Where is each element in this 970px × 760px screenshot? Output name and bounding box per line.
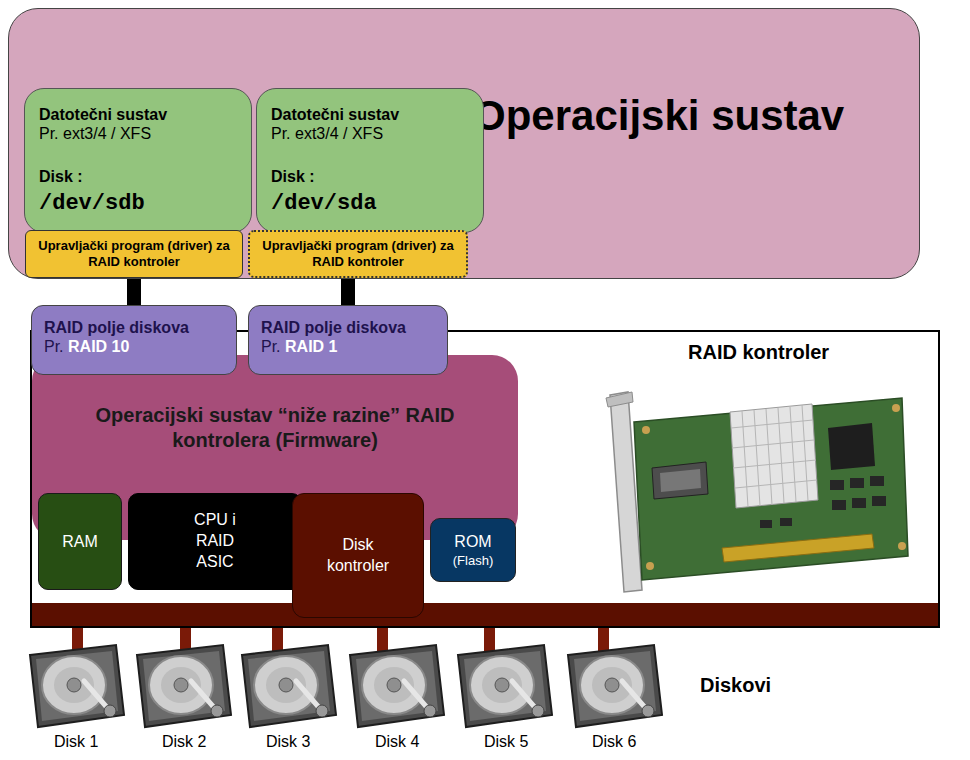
node-title: Operacijski sustav bbox=[473, 91, 844, 141]
disk-label: Disk 5 bbox=[484, 733, 528, 751]
os-region: Operacijski sustavDatotečni sustavPr. ex… bbox=[8, 8, 920, 279]
node-title: RAID kontroler bbox=[688, 340, 829, 364]
node-text: RAID 1 bbox=[285, 338, 337, 355]
connector bbox=[134, 278, 135, 305]
node-text: Disk kontroler bbox=[313, 535, 403, 577]
cpu-chip: CPU i RAID ASIC bbox=[128, 493, 302, 590]
disk-label: Disk 1 bbox=[54, 733, 98, 751]
node-text: RAM bbox=[62, 532, 98, 551]
node-text: RAID polje diskova bbox=[261, 318, 406, 337]
node-text: RAID 10 bbox=[68, 338, 129, 355]
driver-box: Upravljački program (driver) za RAID kon… bbox=[25, 230, 243, 278]
node-text: Disk : bbox=[39, 167, 83, 186]
node-text: Pr. ext3/4 / XFS bbox=[39, 124, 151, 143]
connector-line bbox=[127, 278, 141, 305]
node-text: Pr. bbox=[44, 338, 64, 355]
disk-label: Disk 6 bbox=[592, 733, 636, 751]
node-text: Pr. ext3/4 / XFS bbox=[271, 124, 383, 143]
node-text: /dev/sdb bbox=[39, 191, 145, 217]
disk-controller-chip: Disk kontroler bbox=[292, 493, 424, 618]
bus-bar bbox=[32, 603, 940, 627]
disk-label: Disk 4 bbox=[375, 733, 419, 751]
filesystem-box: Datotečni sustavPr. ext3/4 / XFS Disk : /d… bbox=[256, 88, 484, 233]
connector-line bbox=[341, 278, 355, 305]
node-text: Upravljački program (driver) za RAID kon… bbox=[32, 238, 236, 271]
raid-array-box: RAID polje diskovaPr. RAID 1 bbox=[248, 305, 448, 375]
node-text: ROM bbox=[454, 532, 491, 551]
raid-controller: RAID kontrolerRAID polje diskovaPr. RAID… bbox=[30, 330, 940, 628]
text-line: Pr. RAID 1 bbox=[261, 337, 337, 356]
node-text: Datotečni sustav bbox=[39, 105, 167, 124]
node-text: Pr. bbox=[261, 338, 281, 355]
driver-box: Upravljački program (driver) za RAID kon… bbox=[248, 230, 468, 278]
disk-label: Disk 3 bbox=[266, 733, 310, 751]
node-text: Operacijski sustav “niže razine” RAID ko… bbox=[75, 403, 475, 453]
text-line: Pr. RAID 10 bbox=[44, 337, 129, 356]
raid-array-box: RAID polje diskovaPr. RAID 10 bbox=[31, 305, 237, 375]
disk-icons bbox=[30, 645, 662, 727]
rom-chip: ROM (Flash) bbox=[430, 518, 516, 582]
disks-heading: Diskovi bbox=[700, 674, 771, 697]
node-text: /dev/sda bbox=[271, 191, 377, 217]
node-text: (Flash) bbox=[453, 553, 493, 569]
node-text: Upravljački program (driver) za RAID kon… bbox=[256, 238, 460, 271]
ram-chip: RAM bbox=[38, 493, 122, 590]
raid-card-photo bbox=[606, 392, 908, 592]
node-text: Datotečni sustav bbox=[271, 105, 399, 124]
filesystem-box: Datotečni sustavPr. ext3/4 / XFS Disk : /d… bbox=[24, 88, 252, 233]
node-text: Disk : bbox=[271, 167, 315, 186]
node-text: CPU i RAID ASIC bbox=[185, 510, 245, 572]
node-text: RAID polje diskova bbox=[44, 318, 189, 337]
connector bbox=[348, 278, 349, 305]
disk-label: Disk 2 bbox=[162, 733, 206, 751]
